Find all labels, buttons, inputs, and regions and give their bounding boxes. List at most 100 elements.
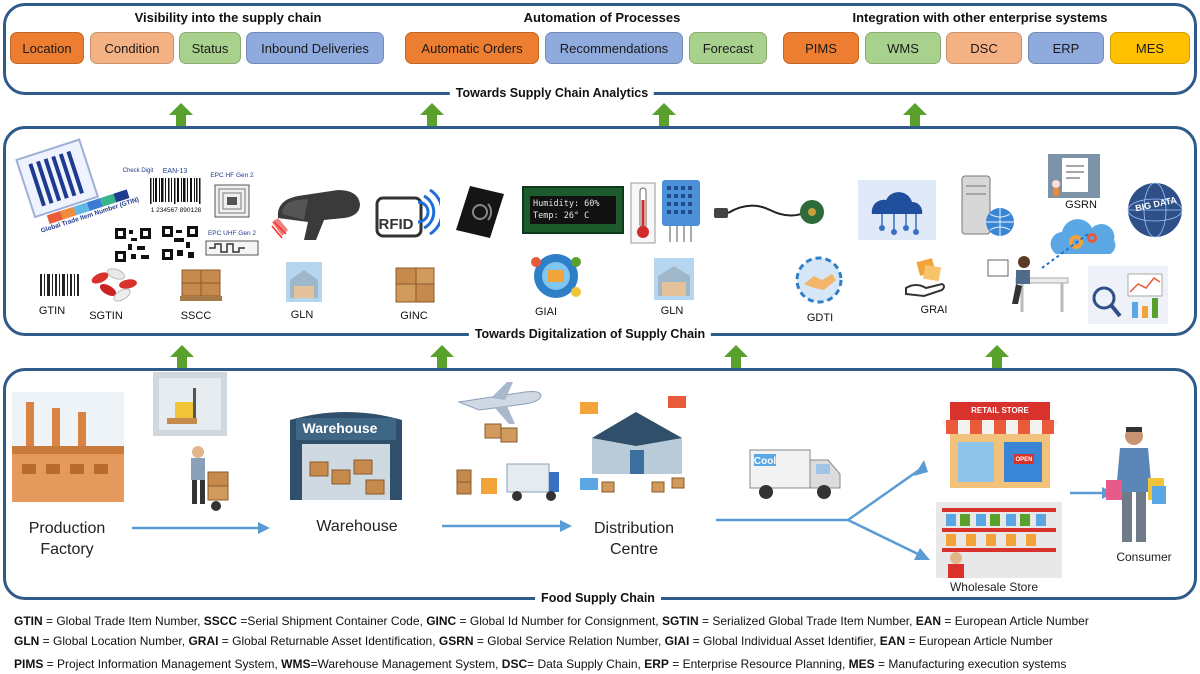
legend-definition: = Manufacturing execution systems (874, 657, 1067, 671)
legend-abbr: PIMS (14, 657, 44, 671)
node-distribution-centre: Distribution Centre (593, 520, 675, 558)
ean13-digits: 1 234567 890128 (150, 207, 202, 214)
legend-abbr: GRAI (188, 634, 219, 648)
thermometer-icon (630, 182, 656, 244)
barcode-card-icon (15, 138, 100, 219)
legend-line-3: PIMS = Project Information Management Sy… (14, 657, 1066, 671)
chip-status: Status (179, 32, 241, 64)
cool-truck-icon (749, 449, 841, 499)
legend-definition: = Serialized Global Trade Item Number, (698, 614, 916, 628)
node-consumer: Consumer (1116, 550, 1172, 564)
legend-abbr: GLN (14, 634, 40, 648)
up-arrow-icon (170, 345, 194, 369)
analytics-dashboard-icon (1088, 266, 1168, 324)
factory-icon (12, 392, 124, 502)
legend-abbr: EAN (915, 614, 942, 628)
integration-heading: Integration with other enterprise system… (852, 10, 1108, 25)
lcd-line-temp: Temp: 26° C (533, 211, 590, 221)
chip-erp: ERP (1028, 32, 1104, 64)
legend-definition: = Global Trade Item Number, (42, 614, 204, 628)
legend-line-2: GLN = Global Location Number, GRAI = Glo… (14, 634, 1053, 648)
visibility-heading: Visibility into the supply chain (134, 10, 322, 25)
flow-branch-arrows (716, 460, 930, 560)
up-arrow-icon (985, 345, 1009, 369)
automation-heading: Automation of Processes (523, 10, 681, 25)
label-ginc: GINC (400, 310, 428, 322)
chip-location: Location (10, 32, 84, 64)
pills-icon (91, 268, 137, 302)
epc-uhf-label: EPC UHF Gen 2 (207, 230, 257, 237)
forklift-room-icon (153, 372, 227, 436)
giai-asset-icon (531, 254, 581, 298)
worker-handtruck-icon (191, 446, 229, 511)
legend-definition: = European Article Number (941, 614, 1089, 628)
chip-forecast: Forecast (689, 32, 767, 64)
distribution-centre-icon (580, 396, 686, 493)
up-arrow-icon (420, 103, 444, 127)
forklift-truck-icon (456, 463, 559, 501)
legend-definition: = Global Service Relation Number, (473, 634, 665, 648)
legend-definition: = Global Id Number for Consignment, (456, 614, 662, 628)
legend-abbr: GINC (426, 614, 457, 628)
label-grai: GRAI (920, 304, 948, 316)
node-wholesale-store: Wholesale Store (949, 580, 1039, 594)
ean13-label: EAN-13 (162, 168, 188, 175)
legend-abbr: GTIN (14, 614, 43, 628)
office-worker-icon (987, 256, 1069, 312)
qr-code-icon (113, 226, 153, 264)
chip-inbound-deliveries: Inbound Deliveries (246, 32, 384, 64)
chip-dsc: DSC (946, 32, 1022, 64)
cloud-lab-icon (858, 180, 936, 240)
sensor-probe-icon (714, 200, 824, 224)
server-globe-icon (961, 175, 1014, 236)
gtin-digits-icon (46, 189, 130, 224)
wholesale-store-icon (936, 502, 1062, 578)
cool-truck-text: Cool (753, 456, 777, 467)
legend-abbr: SGTIN (661, 614, 699, 628)
label-sscc: SSCC (180, 310, 212, 322)
analytics-caption: Towards Supply Chain Analytics (449, 86, 655, 100)
open-sign-text: OPEN (1015, 457, 1033, 463)
gln-warehouse-icon (286, 262, 322, 302)
legend-definition: = Project Information Management System, (43, 657, 282, 671)
flow-arrow (442, 520, 572, 532)
flow-arrow (132, 522, 270, 534)
up-arrow-icon (652, 103, 676, 127)
dotted-connector (1041, 233, 1089, 269)
chip-mes: MES (1110, 32, 1190, 64)
legend-abbr: ERP (644, 657, 669, 671)
label-gln: GLN (290, 309, 314, 321)
nfc-reader-icon (456, 186, 504, 238)
label-gdti: GDTI (806, 312, 834, 324)
legend-abbr: MES (848, 657, 875, 671)
rfid-icon (375, 188, 440, 238)
legend-definition: = European Article Number (905, 634, 1053, 648)
epc-hf-tag-icon (214, 184, 250, 218)
legend-definition: = Enterprise Resource Planning, (668, 657, 849, 671)
retail-sign-text: RETAIL STORE (971, 406, 1029, 415)
ginc-boxes-icon (395, 267, 435, 303)
legend-abbr: EAN (879, 634, 906, 648)
chip-automatic-orders: Automatic Orders (405, 32, 539, 64)
warehouse-sign-text: Warehouse (302, 420, 378, 436)
legend-line-1: GTIN = Global Trade Item Number, SSCC =S… (14, 614, 1089, 628)
gtin-barcode-icon (38, 270, 80, 302)
legend-definition: = Global Location Number, (39, 634, 189, 648)
food-supply-chain-caption: Food Supply Chain (535, 591, 661, 605)
big-data-icon (1127, 182, 1183, 238)
airplane-cargo-icon (457, 382, 542, 443)
label-gsrn: GSRN (1065, 199, 1097, 211)
epc-uhf-tag-icon (205, 240, 259, 256)
chip-recommendations: Recommendations (545, 32, 683, 64)
chip-wms: WMS (865, 32, 941, 64)
label-giai: GIAI (534, 306, 558, 318)
lcd-screen: Humidity: 60% Temp: 26° C (530, 196, 616, 224)
label-sgtin: SGTIN (89, 310, 123, 322)
gdti-handshake-icon (795, 256, 843, 304)
consumer-icon (1106, 427, 1166, 542)
humidity-sensor-icon (662, 180, 700, 242)
up-arrow-icon (724, 345, 748, 369)
label-gln-2: GLN (660, 305, 684, 317)
gsrn-document-icon (1048, 154, 1100, 198)
up-arrow-icon (903, 103, 927, 127)
